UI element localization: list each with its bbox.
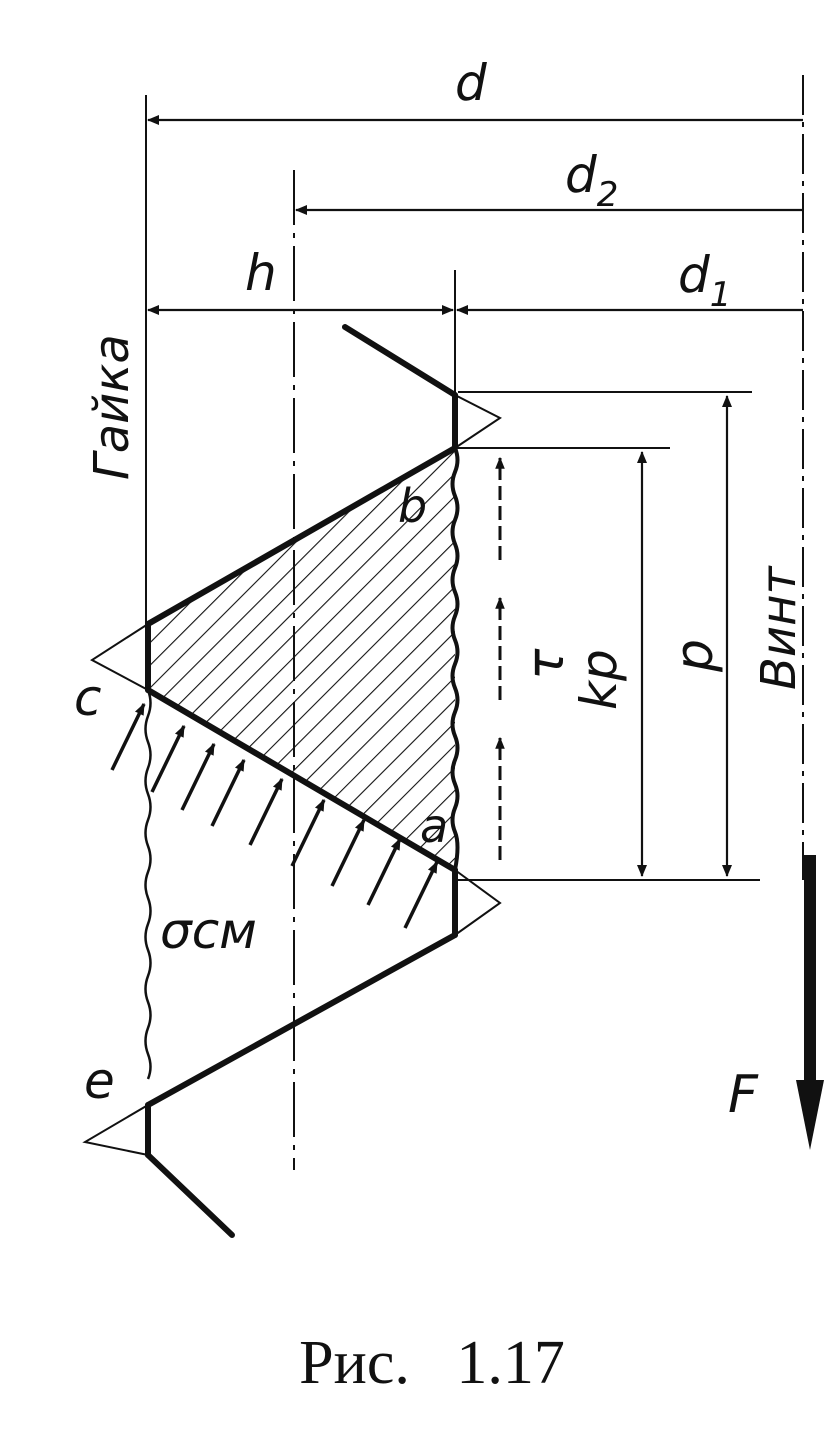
label-d1: d1 (678, 246, 731, 315)
label-d2: d2 (565, 146, 618, 215)
nut-fracture-line (144, 689, 152, 1080)
bearing-arrow-4 (210, 758, 246, 827)
label-screw: Винт (751, 564, 807, 690)
label-c: c (74, 669, 102, 727)
label-p: p (665, 639, 725, 673)
figure-caption: Рис. 1.17 (299, 1329, 565, 1397)
label-nut: Гайка (84, 334, 140, 480)
thread-tip-bottom-left (82, 1104, 149, 1156)
thread-flank-upper (145, 445, 458, 627)
label-h: h (245, 244, 277, 302)
bearing-arrow-1 (110, 702, 146, 771)
label-a: a (420, 799, 448, 853)
bearing-arrow-2 (150, 724, 186, 793)
label-force: F (728, 1065, 759, 1125)
thread-tip-middle-left (90, 623, 149, 691)
bearing-arrow-7 (330, 818, 366, 887)
label-e: e (84, 1052, 115, 1110)
label-kp: kp (570, 649, 628, 710)
force-arrow-head (796, 1080, 824, 1150)
thread-flank-lower (145, 687, 458, 873)
thread-flank-bottom-upper (145, 932, 458, 1108)
label-d: d (455, 54, 487, 112)
bearing-arrow-9 (403, 860, 439, 929)
thread-tip-upper-right (454, 394, 502, 449)
bearing-arrow-8 (366, 837, 402, 906)
hatched-thread-section (148, 448, 455, 870)
thread-flank-bottom-tail (145, 1152, 235, 1238)
label-b: b (398, 479, 427, 533)
thread-flank-top (342, 324, 458, 398)
bearing-arrow-6 (290, 798, 326, 867)
label-tau: τ (516, 648, 576, 680)
bearing-arrow-3 (180, 742, 216, 811)
label-sigma-bearing: σсм (160, 902, 257, 960)
bearing-arrow-5 (248, 777, 284, 846)
minor-diameter-fracture-line (450, 447, 460, 871)
